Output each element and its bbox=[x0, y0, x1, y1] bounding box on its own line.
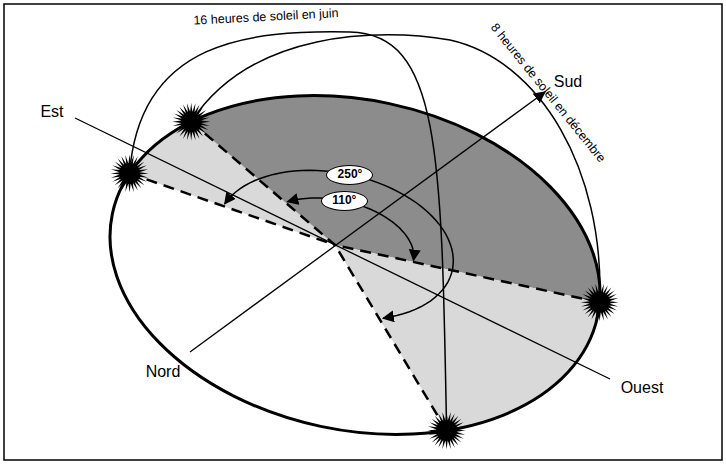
angle-oval: 250° bbox=[326, 165, 373, 185]
sun-rays bbox=[581, 283, 619, 321]
sun-disc bbox=[181, 112, 201, 132]
ground-ellipse bbox=[78, 52, 632, 464]
light-wedge bbox=[335, 245, 600, 431]
angle-value: 250° bbox=[338, 168, 363, 181]
sun-symbol bbox=[172, 103, 210, 141]
sun-disc bbox=[590, 292, 610, 312]
compass-label: Nord bbox=[146, 363, 181, 381]
june-sun-path bbox=[130, 32, 447, 431]
sun-disc bbox=[120, 163, 140, 183]
compass-label: Est bbox=[40, 103, 63, 121]
angle-value: 110° bbox=[332, 194, 356, 207]
sun-ray bbox=[335, 245, 447, 431]
sun-symbol bbox=[581, 283, 619, 321]
sun-rays bbox=[428, 412, 466, 450]
sun-path-label: 8 heures de soleil en décembre bbox=[488, 21, 609, 166]
angle-oval: 110° bbox=[321, 191, 368, 211]
sun-ray bbox=[335, 245, 600, 302]
june-angle-arc bbox=[225, 170, 454, 318]
sun-rays bbox=[111, 154, 149, 192]
sun-rays bbox=[172, 103, 210, 141]
north-south-axis bbox=[190, 92, 545, 352]
compass-label: Ouest bbox=[621, 379, 664, 397]
sun-symbol bbox=[428, 412, 466, 450]
horizon-outline bbox=[78, 52, 632, 464]
sun-ray bbox=[130, 173, 335, 245]
sun-path-label: 16 heures de soleil en juin bbox=[193, 6, 339, 28]
sun-disc bbox=[437, 421, 457, 441]
east-west-axis bbox=[75, 118, 610, 379]
sun-ray bbox=[191, 122, 335, 245]
compass-label: Sud bbox=[554, 73, 582, 91]
sun-symbol bbox=[111, 154, 149, 192]
